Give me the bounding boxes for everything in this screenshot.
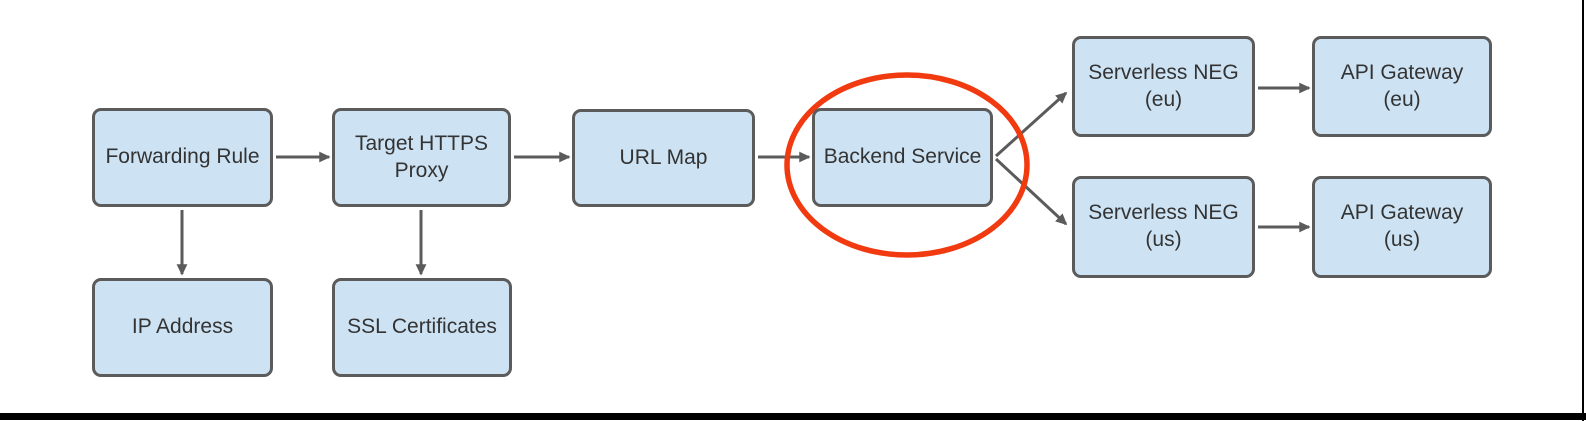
node-label: Forwarding Rule xyxy=(105,145,260,169)
node-url-map[interactable]: URL Map xyxy=(572,109,755,207)
node-ip-address[interactable]: IP Address xyxy=(92,278,273,377)
node-serverless-neg-eu[interactable]: Serverless NEG (eu) xyxy=(1072,36,1255,137)
node-api-gateway-us[interactable]: API Gateway (us) xyxy=(1312,176,1492,278)
node-backend-service[interactable]: Backend Service xyxy=(812,108,993,207)
node-label: API Gateway (eu) xyxy=(1340,60,1464,111)
node-serverless-neg-us[interactable]: Serverless NEG (us) xyxy=(1072,176,1255,278)
node-target-https-proxy[interactable]: Target HTTPS Proxy xyxy=(332,108,511,207)
page-right-edge xyxy=(1582,0,1584,421)
node-label: Target HTTPS Proxy xyxy=(354,131,489,182)
node-label: Serverless NEG (eu) xyxy=(1088,60,1239,111)
node-ssl-certificates[interactable]: SSL Certificates xyxy=(332,278,512,377)
node-api-gateway-eu[interactable]: API Gateway (eu) xyxy=(1312,36,1492,137)
node-label: IP Address xyxy=(131,315,234,339)
node-forwarding-rule[interactable]: Forwarding Rule xyxy=(92,108,273,207)
node-label: API Gateway (us) xyxy=(1340,201,1464,251)
node-label: Backend Service xyxy=(823,145,982,169)
node-label: SSL Certificates xyxy=(347,315,497,339)
page-bottom-edge xyxy=(0,413,1586,420)
node-label: URL Map xyxy=(619,145,708,169)
edge-backend-service-to-serverless-neg-eu xyxy=(994,91,1068,158)
edge-backend-service-to-serverless-neg-us xyxy=(994,157,1068,226)
node-label: Serverless NEG (us) xyxy=(1088,201,1239,251)
